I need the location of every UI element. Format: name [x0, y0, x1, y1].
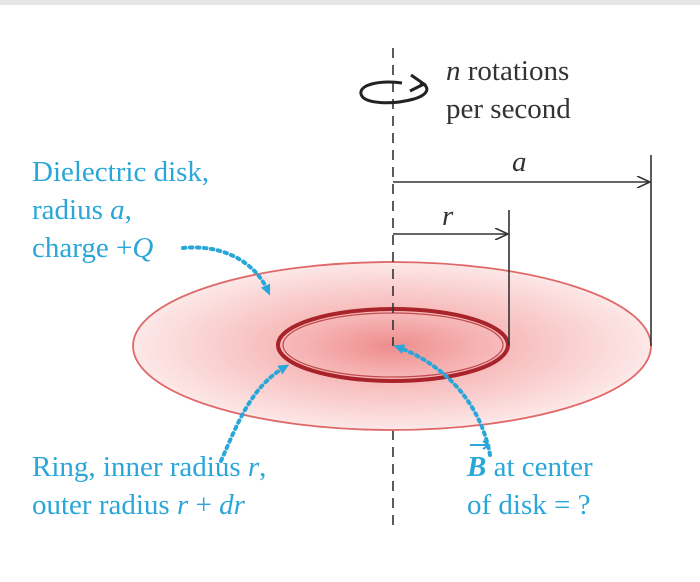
- disk-radius-comma: ,: [124, 194, 132, 226]
- ring-outer-var-dr: dr: [219, 489, 245, 521]
- field-symbol-b: B: [467, 451, 487, 483]
- disk-charge-var: Q: [132, 232, 154, 264]
- dielectric-disk: [132, 261, 652, 431]
- field-label: B at center of disk = ?: [467, 448, 593, 524]
- ring-label: Ring, inner radius r, outer radius r + d…: [32, 448, 266, 524]
- dimension-a-label: a: [512, 146, 527, 178]
- ring-pointer: [219, 364, 290, 463]
- disk-label-line3: charge +Q: [32, 229, 209, 267]
- disk-charge-text: charge +: [32, 232, 133, 264]
- disk-label-line1: Dielectric disk,: [32, 156, 210, 188]
- field-at-center: at center: [486, 451, 593, 483]
- rotation-n: n: [446, 55, 461, 87]
- ring-outer-plus: +: [188, 489, 220, 521]
- center-pointer: [393, 344, 492, 457]
- disk-label: Dielectric disk, radius a, charge +Q: [32, 153, 209, 267]
- ring-inner-comma: ,: [259, 451, 267, 483]
- ring-label-line1: Ring, inner radius r,: [32, 448, 266, 486]
- rotation-label-line2: per second: [446, 93, 571, 125]
- dimension-a: [393, 155, 652, 346]
- rotation-arrow-icon: [359, 73, 429, 105]
- ring-inner-var: r: [247, 451, 260, 483]
- vector-arrow-icon: [470, 440, 491, 450]
- field-question: ?: [570, 489, 591, 521]
- field-label-line1: B at center: [467, 448, 593, 486]
- ring-outer-text: outer radius: [32, 489, 177, 521]
- dimension-r-label: r: [442, 200, 454, 232]
- top-border: [0, 0, 700, 5]
- ring-outer-var-r: r: [176, 489, 189, 521]
- disk-radius-text: radius: [32, 194, 111, 226]
- field-equals: =: [554, 489, 571, 521]
- rotation-label: n rotations per second: [446, 52, 571, 128]
- rotation-text: rotations: [460, 55, 570, 87]
- dimension-r: [393, 210, 510, 345]
- ring-inner-text: Ring, inner radius: [32, 451, 248, 483]
- field-of-disk: of disk: [467, 489, 554, 521]
- disk-radius-var: a: [110, 194, 125, 226]
- field-label-line2: of disk = ?: [467, 486, 593, 524]
- disk-label-line2: radius a,: [32, 191, 209, 229]
- disk-pointer: [181, 245, 271, 296]
- ring-label-line2: outer radius r + dr: [32, 486, 266, 524]
- rotation-label-line1: n rotations: [446, 52, 571, 90]
